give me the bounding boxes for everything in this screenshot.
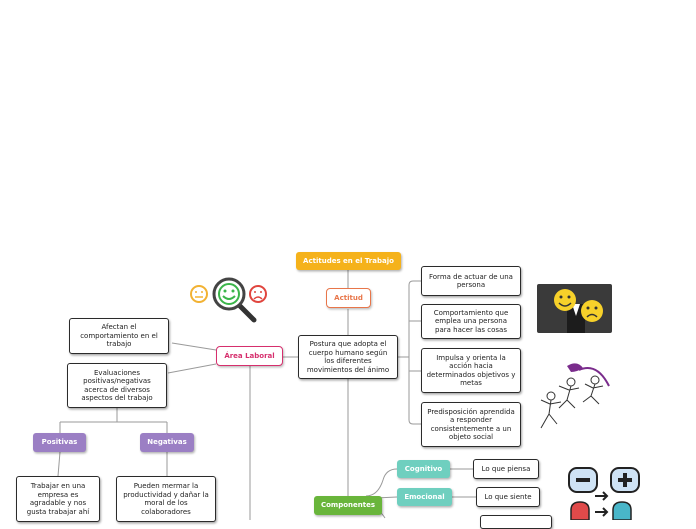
link-bracket-mid [409, 320, 421, 372]
link-items [450, 468, 476, 498]
forma-node[interactable]: Forma de actuar de una persona [421, 266, 521, 296]
magnifier-smiley-icon [212, 277, 257, 323]
postura-node[interactable]: Postura que adopta el cuerpo humano segú… [298, 335, 398, 379]
componentes-node[interactable]: Componentes [314, 496, 382, 515]
piensa-node[interactable]: Lo que piensa [473, 459, 539, 479]
positivas-node[interactable]: Positivas [33, 433, 86, 452]
comportamiento-node[interactable]: Comportamiento que emplea una persona pa… [421, 304, 521, 339]
cognitivo-node[interactable]: Cognitivo [397, 460, 450, 478]
root-topic[interactable]: Actitudes en el Trabajo [296, 252, 401, 270]
predisposicion-node[interactable]: Predisposición aprendida a responder con… [421, 402, 521, 447]
link-bracket-right [408, 280, 421, 425]
businessman-emoji-icon [537, 284, 612, 333]
emoji-faces-icon [190, 285, 267, 303]
evaluaciones-node[interactable]: Evaluaciones positivas/negativas acerca … [67, 363, 167, 408]
impulsa-node[interactable]: Impulsa y orienta la acción hacia determ… [421, 348, 521, 393]
minus-plus-people-icon [568, 467, 640, 520]
link-evaluaciones-tree [59, 408, 168, 434]
trabajar-node[interactable]: Trabajar en una empresa es agradable y n… [16, 476, 100, 522]
pueden-node[interactable]: Pueden mermar la productividad y dañar l… [116, 476, 216, 522]
running-figures-icon [540, 363, 610, 429]
link-classification-examples [57, 451, 168, 477]
siente-node[interactable]: Lo que siente [476, 487, 540, 507]
link-area-evaluaciones [167, 363, 217, 374]
link-area-afectan [171, 342, 217, 351]
negativas-node[interactable]: Negativas [140, 433, 194, 452]
actitud-node[interactable]: Actitud [326, 288, 371, 308]
area-laboral-node[interactable]: Área Laboral [216, 346, 283, 366]
emocional-node[interactable]: Emocional [397, 488, 452, 506]
third-component-item[interactable] [480, 515, 552, 529]
afectan-node[interactable]: Afectan el comportamiento en el trabajo [69, 318, 169, 354]
link-comp-cognitivo [365, 468, 398, 497]
